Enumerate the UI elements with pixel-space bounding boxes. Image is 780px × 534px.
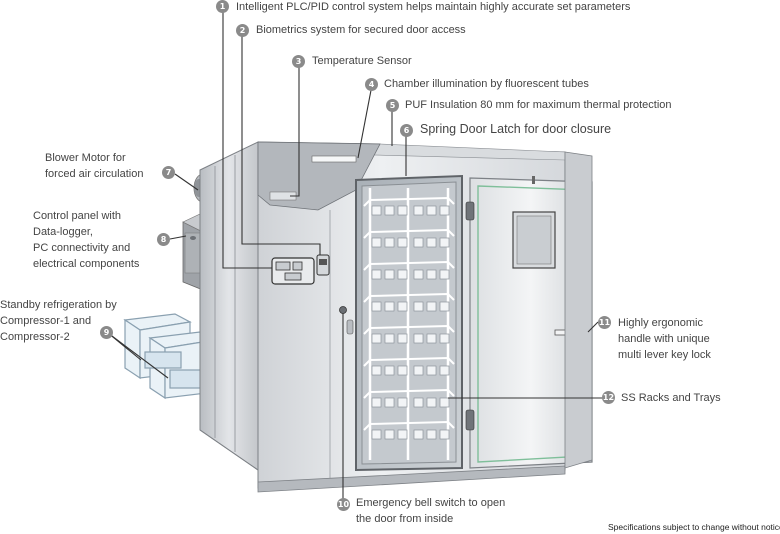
callout-8-line-3: PC connectivity and [33, 242, 131, 254]
tray [413, 237, 424, 248]
rack-shelf [363, 420, 455, 431]
rack-shelf [363, 388, 455, 399]
callout-6-number: 6 [400, 124, 413, 137]
callout-8-number: 8 [157, 233, 170, 246]
callout-11-line-1: Highly ergonomic [618, 317, 703, 329]
rack-shelf [363, 260, 455, 271]
tray [397, 397, 408, 408]
tray [439, 301, 450, 312]
leader-lines [107, 10, 603, 503]
tray [426, 205, 437, 216]
tray [397, 205, 408, 216]
tray [397, 301, 408, 312]
tray [371, 269, 382, 280]
callout-12-label: SS Racks and Trays [621, 392, 721, 404]
callout-7-line-2: forced air circulation [45, 168, 144, 180]
callout-10-line-2: the door from inside [356, 513, 454, 525]
tray [384, 269, 395, 280]
rack-shelf [363, 324, 455, 335]
tray [384, 301, 395, 312]
callout-12-number: 12 [602, 391, 615, 404]
tray [426, 365, 437, 376]
tray [426, 429, 437, 440]
tray [413, 301, 424, 312]
side-wall [199, 141, 259, 471]
tray [439, 205, 450, 216]
tray [426, 269, 437, 280]
callout-11-line-3: multi lever key lock [618, 349, 711, 361]
tray [397, 365, 408, 376]
tray [397, 429, 408, 440]
callout-2-number: 2 [236, 24, 249, 37]
callout-4-number: 4 [365, 78, 378, 91]
callout-5-label: PUF Insulation 80 mm for maximum thermal… [405, 99, 672, 111]
tray [371, 397, 382, 408]
tray [439, 397, 450, 408]
callout-2-label: Biometrics system for secured door acces… [256, 24, 466, 36]
tray [384, 333, 395, 344]
door-hinges [465, 201, 475, 431]
tray [384, 205, 395, 216]
callout-3-label: Temperature Sensor [312, 55, 412, 67]
callout-1-label: Intelligent PLC/PID control system helps… [236, 1, 631, 13]
callout-10-line-1: Emergency bell switch to open [356, 497, 506, 509]
callout-11-line-2: handle with unique [618, 333, 710, 345]
tray [439, 365, 450, 376]
rack-shelf [363, 292, 455, 303]
tray [397, 237, 408, 248]
right-door [469, 176, 593, 469]
tray [371, 237, 382, 248]
rack-shelf [363, 196, 455, 207]
callout-8-line-4: electrical components [33, 258, 140, 270]
callout-8-line-2: Data-logger, [33, 226, 93, 238]
tray [439, 333, 450, 344]
tray [426, 237, 437, 248]
callout-4-label: Chamber illumination by fluorescent tube… [384, 78, 589, 90]
tray [426, 397, 437, 408]
tray [413, 269, 424, 280]
tray [397, 333, 408, 344]
tray [384, 365, 395, 376]
tray [439, 429, 450, 440]
callout-3-number: 3 [292, 55, 305, 68]
tray [426, 301, 437, 312]
callout-9-line-1: Standby refrigeration by [0, 299, 117, 311]
tray [413, 365, 424, 376]
tray [439, 237, 450, 248]
tray [384, 237, 395, 248]
compressors [123, 313, 217, 400]
tray [397, 269, 408, 280]
callout-8-line-1: Control panel with [33, 210, 122, 222]
callout-9-line-2: Compressor-1 and [0, 315, 92, 327]
tray [413, 397, 424, 408]
tray [413, 429, 424, 440]
tray [371, 205, 382, 216]
callout-6-label: Spring Door Latch for door closure [420, 122, 612, 136]
callout-10-number: 10 [337, 498, 350, 511]
tray [371, 429, 382, 440]
tray [384, 397, 395, 408]
rack-shelf [363, 228, 455, 239]
tray [413, 333, 424, 344]
callout-9-number: 9 [100, 326, 113, 339]
callout-9-line-3: Compressor-2 [0, 331, 70, 343]
tray [413, 205, 424, 216]
specifications-notice: Specifications subject to change without… [608, 522, 780, 532]
tray [371, 301, 382, 312]
rack-shelf [363, 356, 455, 367]
tray [371, 333, 382, 344]
callout-1-number: 1 [216, 0, 229, 13]
tray [384, 429, 395, 440]
callout-11-number: 11 [598, 316, 611, 329]
callout-7-number: 7 [162, 166, 175, 179]
tray [426, 333, 437, 344]
ss-racks-and-trays [363, 188, 455, 460]
tray [371, 365, 382, 376]
callout-5-number: 5 [386, 99, 399, 112]
tray [439, 269, 450, 280]
callout-7-line-1: Blower Motor for [45, 152, 126, 164]
